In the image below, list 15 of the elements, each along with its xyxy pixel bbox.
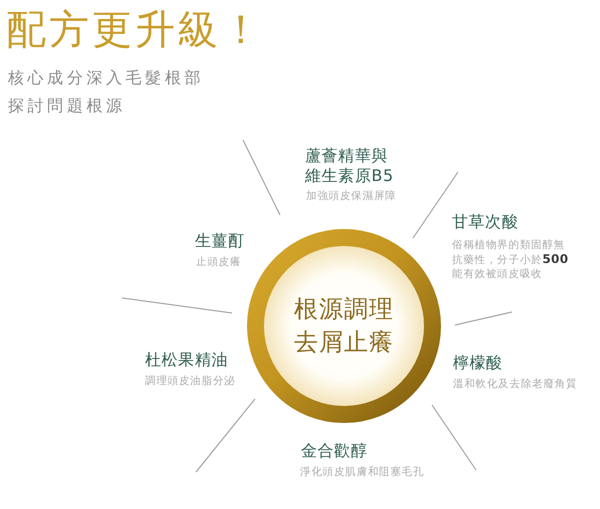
- ingredient-description: 溫和軟化及去除老廢角質: [453, 377, 578, 391]
- subtitle-text: 核心成分深入毛髮根部探討問題根源: [8, 67, 205, 117]
- ingredient-description: 俗稱植物界的類固醇無抗藥性，分子小於500能有效被頭皮吸收: [452, 238, 570, 281]
- center-slogan: 根源調理去屑止癢: [293, 294, 395, 358]
- ingredient-name: 甘草次酸: [452, 212, 520, 232]
- page-title: 配方更升級！: [6, 6, 264, 54]
- ingredient-description: 加強頭皮保濕屏障: [306, 189, 398, 203]
- ingredient-description: 止頭皮癢: [196, 255, 242, 269]
- ingredient-description: 調理頭皮油脂分泌: [145, 374, 236, 388]
- ingredient-name: 檸檬酸: [453, 353, 504, 373]
- ingredient-name: 生薑酊: [195, 231, 246, 251]
- ingredient-name: 蘆薈精華與維生素原B5: [305, 146, 395, 186]
- ingredient-name: 杜松果精油: [145, 350, 229, 370]
- ingredient-description: 淨化頭皮肌膚和阻塞毛孔: [300, 465, 426, 479]
- ingredient-name: 金合歡醇: [301, 441, 368, 461]
